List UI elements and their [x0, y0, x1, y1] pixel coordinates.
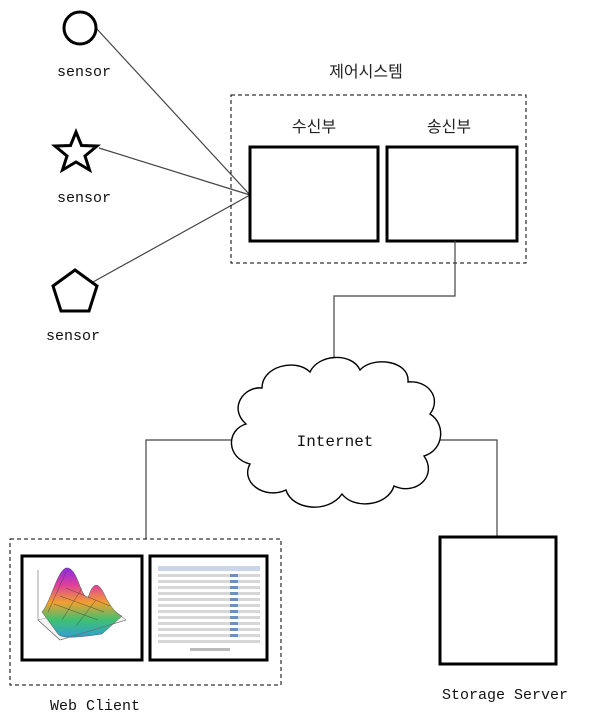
surface-plot-thumbnail	[37, 567, 127, 641]
connector-sensor-1	[95, 27, 251, 196]
receiver-box	[248, 145, 380, 243]
star-icon	[51, 128, 101, 174]
receiver-label: 수신부	[292, 117, 336, 136]
sensor-connections	[83, 27, 251, 288]
web-client-boundary	[9, 538, 282, 686]
sensor-label: sensor	[57, 64, 111, 81]
transmitter-label: 송신부	[427, 117, 471, 136]
connector-sensor-2	[98, 147, 251, 196]
sensor-star: sensor	[51, 128, 111, 207]
storage-server-box	[438, 535, 558, 666]
control-system: 제어시스템 수신부 송신부	[230, 62, 527, 264]
sensor-circle: sensor	[57, 10, 111, 81]
storage-server: Storage Server	[438, 535, 568, 704]
sensor-pentagon: sensor	[46, 268, 100, 345]
web-client: Web Client	[9, 538, 282, 714]
control-system-boundary	[230, 94, 527, 264]
transmitter-internet-connector	[333, 241, 456, 362]
sensor-label: sensor	[46, 328, 100, 345]
plot-screen	[20, 554, 144, 662]
connector-sensor-3	[83, 194, 251, 288]
list-monitor-frame	[148, 554, 269, 662]
circle-icon	[62, 10, 98, 46]
internet-storage-connector	[440, 439, 498, 536]
cloud-icon	[230, 356, 442, 508]
control-system-title: 제어시스템	[329, 62, 403, 81]
internet-cloud: Internet	[230, 356, 442, 508]
internet-webclient-connector	[145, 439, 233, 539]
transmitter-box	[385, 145, 519, 243]
sensor-label: sensor	[57, 190, 111, 207]
storage-server-label: Storage Server	[442, 687, 568, 704]
list-screen	[148, 554, 269, 662]
pentagon-icon	[51, 268, 99, 313]
web-client-label: Web Client	[50, 698, 140, 714]
internet-label: Internet	[297, 433, 374, 451]
table-thumbnail	[158, 566, 260, 651]
